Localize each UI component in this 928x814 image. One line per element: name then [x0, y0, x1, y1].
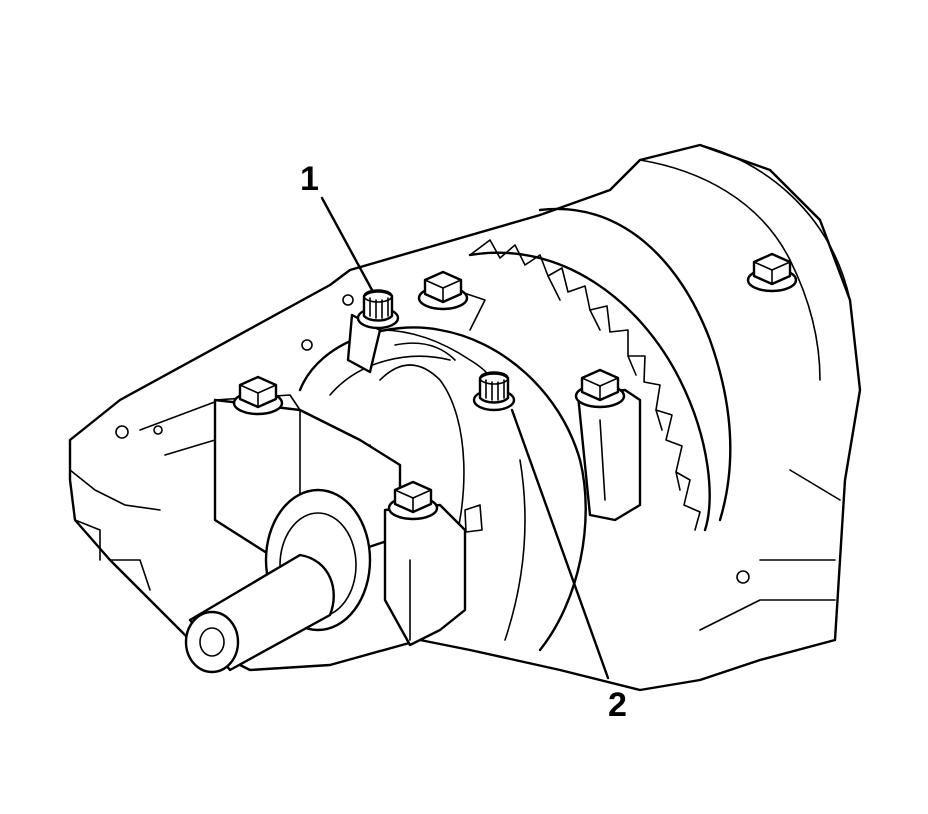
lock-bolt-2 [472, 371, 516, 412]
housing-outline [68, 143, 862, 692]
leader-line-1 [320, 196, 374, 292]
callout-leaders [320, 196, 610, 680]
housing-holes [115, 294, 750, 584]
leader-line-2 [510, 408, 610, 680]
ring-gear [468, 207, 732, 532]
cap-bolt [574, 368, 626, 409]
right-bearing-cap [439, 284, 642, 522]
callout-label-2: 2 [608, 686, 627, 724]
axle-shaft [184, 488, 372, 674]
cap-bolt [387, 480, 439, 521]
cap-bolt [746, 252, 798, 293]
lock-bolt-1 [356, 289, 400, 330]
bolt-group [232, 252, 798, 521]
cap-bolt [417, 270, 469, 311]
front-cap-tower [383, 503, 467, 647]
callout-label-1: 1 [300, 160, 319, 198]
cap-bolt [232, 375, 284, 416]
